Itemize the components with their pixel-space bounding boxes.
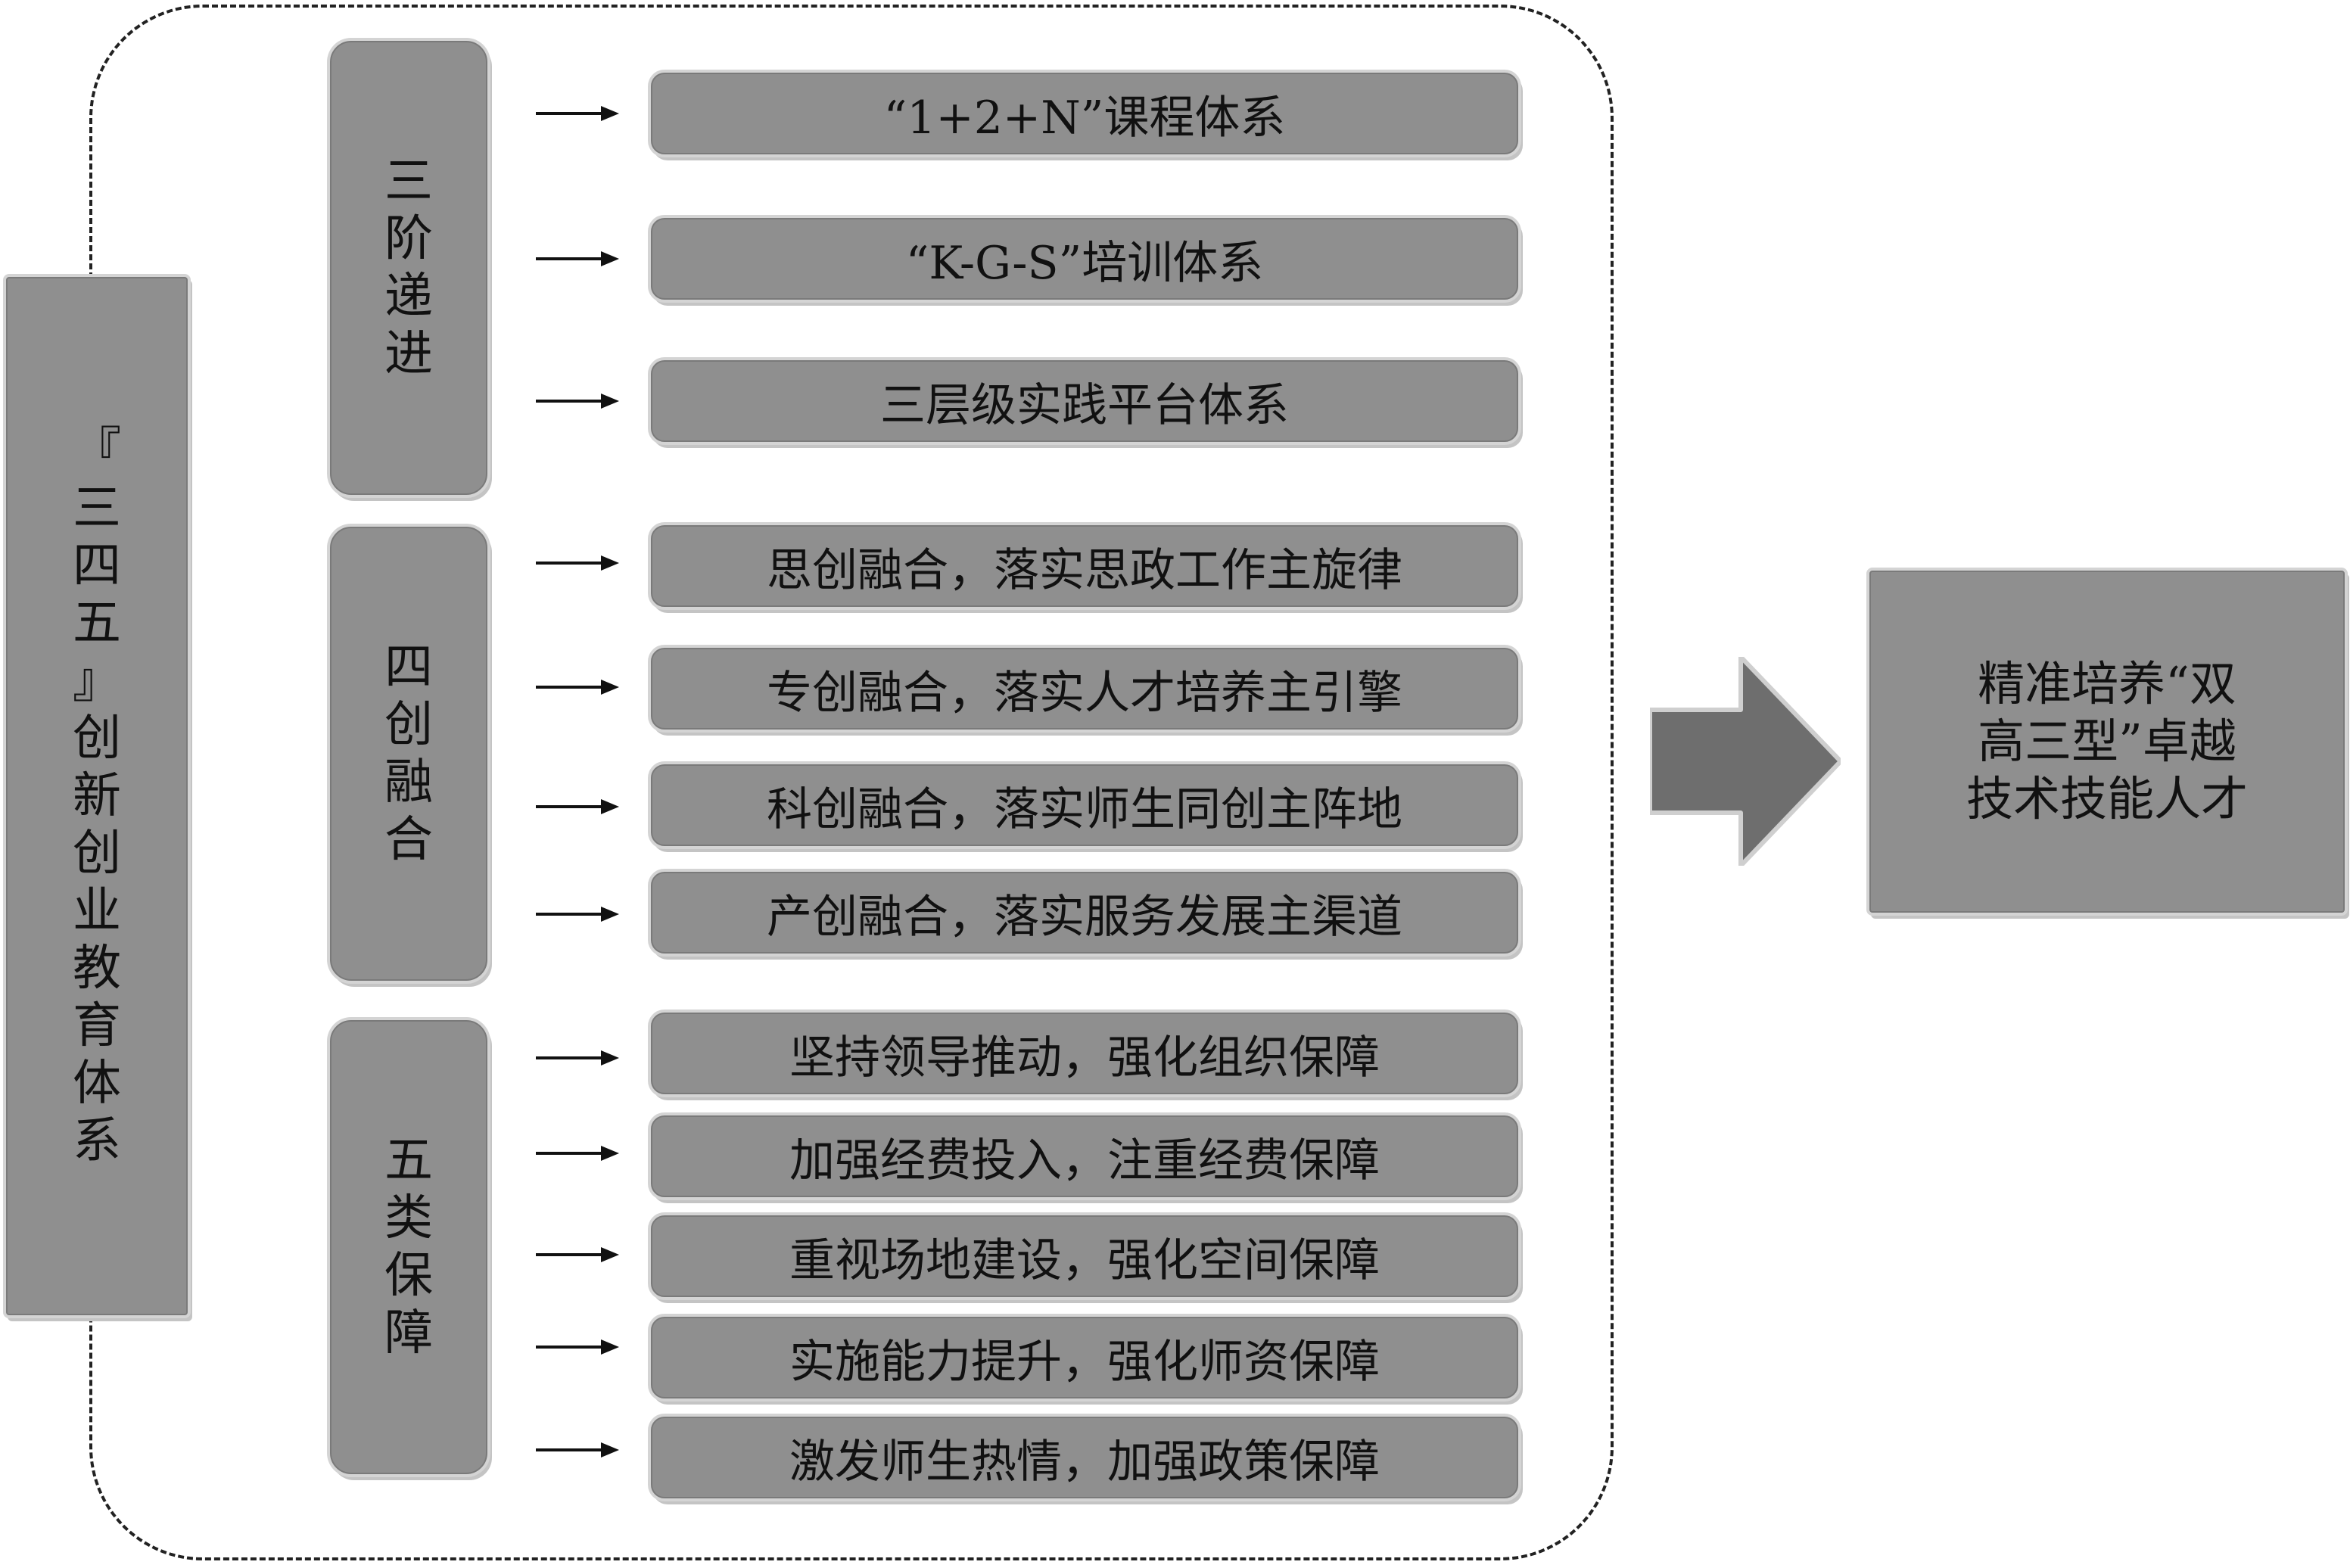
main-label-char: 创 bbox=[73, 711, 121, 767]
item-label: “1+2+N”课程体系 bbox=[883, 91, 1286, 145]
main-label-char: 育 bbox=[73, 998, 121, 1054]
big-arrow-right-icon bbox=[1650, 657, 1841, 866]
main-label-char: 五 bbox=[73, 596, 121, 652]
arrow-right-icon bbox=[536, 907, 619, 922]
main-label-char: 『 bbox=[73, 423, 121, 479]
item-label: 加强经费投入，注重经费保障 bbox=[789, 1134, 1380, 1187]
item-label: 重视场地建设，强化空间保障 bbox=[789, 1234, 1380, 1287]
group-label-char: 障 bbox=[384, 1305, 433, 1361]
arrow-right-icon bbox=[536, 555, 619, 571]
main-label-char: 』 bbox=[73, 653, 121, 709]
item-box: 三层级实践平台体系 bbox=[651, 360, 1518, 442]
arrow-right-icon bbox=[536, 251, 619, 266]
main-label-char: 四 bbox=[73, 538, 121, 594]
main-label-char: 系 bbox=[73, 1113, 121, 1169]
group-label-char: 融 bbox=[384, 754, 433, 810]
item-label: 三层级实践平台体系 bbox=[880, 378, 1289, 432]
group-label-char: 进 bbox=[384, 326, 433, 382]
item-box: 产创融合，落实服务发展主渠道 bbox=[651, 872, 1518, 954]
result-box: 精准培养“双 高三型”卓越 技术技能人才 bbox=[1869, 571, 2345, 913]
group-label-char: 合 bbox=[384, 812, 433, 868]
arrow-right-icon bbox=[536, 1050, 619, 1066]
item-box: 激发师生热情，加强政策保障 bbox=[651, 1417, 1518, 1498]
item-box: 重视场地建设，强化空间保障 bbox=[651, 1215, 1518, 1297]
arrow-right-icon bbox=[536, 1247, 619, 1262]
group-label-char: 创 bbox=[384, 697, 433, 753]
arrow-right-icon bbox=[536, 680, 619, 695]
arrow-right-icon bbox=[536, 1339, 619, 1355]
item-label: 科创融合，落实师生同创主阵地 bbox=[767, 782, 1402, 836]
item-box: 科创融合，落实师生同创主阵地 bbox=[651, 764, 1518, 846]
arrow-right-icon bbox=[536, 394, 619, 409]
item-box: “K-G-S”培训体系 bbox=[651, 218, 1518, 300]
item-box: “1+2+N”课程体系 bbox=[651, 73, 1518, 154]
item-box: 实施能力提升，强化师资保障 bbox=[651, 1317, 1518, 1398]
item-box: 坚持领导推动，强化组织保障 bbox=[651, 1013, 1518, 1094]
group-box-five-guarantee: 五 类 保 障 bbox=[330, 1020, 487, 1474]
group-label-char: 阶 bbox=[384, 211, 433, 267]
item-label: 坚持领导推动，强化组织保障 bbox=[789, 1031, 1380, 1084]
result-line: 技术技能人才 bbox=[1966, 771, 2248, 826]
group-label: 三 阶 递 进 bbox=[381, 153, 436, 383]
group-label: 四 创 融 合 bbox=[381, 639, 436, 869]
group-label-char: 五 bbox=[384, 1133, 433, 1189]
result-line: 高三型”卓越 bbox=[1978, 714, 2236, 769]
main-system-box: 『 三 四 五 』 创 新 创 业 教 育 体 系 bbox=[6, 277, 188, 1315]
group-label-char: 递 bbox=[384, 269, 433, 325]
group-label-char: 类 bbox=[384, 1190, 433, 1246]
arrow-right-icon bbox=[536, 1146, 619, 1161]
main-label-char: 三 bbox=[73, 481, 121, 537]
main-system-label: 『 三 四 五 』 创 新 创 业 教 育 体 系 bbox=[70, 422, 124, 1170]
item-label: 专创融合，落实人才培养主引擎 bbox=[767, 666, 1402, 720]
item-box: 思创融合，落实思政工作主旋律 bbox=[651, 525, 1518, 607]
item-label: 实施能力提升，强化师资保障 bbox=[789, 1335, 1380, 1389]
arrow-right-icon bbox=[536, 106, 619, 121]
main-label-char: 教 bbox=[73, 941, 121, 997]
group-label-char: 四 bbox=[384, 639, 433, 695]
arrow-right-icon bbox=[536, 1442, 619, 1458]
main-label-char: 新 bbox=[73, 768, 121, 824]
item-label: 产创融合，落实服务发展主渠道 bbox=[767, 890, 1402, 944]
main-label-char: 体 bbox=[73, 1056, 121, 1112]
item-box: 专创融合，落实人才培养主引擎 bbox=[651, 648, 1518, 730]
result-label: 精准培养“双 高三型”卓越 技术技能人才 bbox=[1966, 655, 2248, 828]
item-label: 激发师生热情，加强政策保障 bbox=[789, 1435, 1380, 1489]
item-box: 加强经费投入，注重经费保障 bbox=[651, 1115, 1518, 1197]
group-box-four-integration: 四 创 融 合 bbox=[330, 527, 487, 981]
arrow-right-icon bbox=[536, 799, 619, 814]
group-label-char: 三 bbox=[384, 154, 433, 210]
main-label-char: 业 bbox=[73, 883, 121, 939]
item-label: 思创融合，落实思政工作主旋律 bbox=[767, 543, 1402, 597]
main-label-char: 创 bbox=[73, 826, 121, 882]
group-box-three-stage: 三 阶 递 进 bbox=[330, 41, 487, 495]
group-label-char: 保 bbox=[384, 1248, 433, 1304]
result-line: 精准培养“双 bbox=[1978, 656, 2236, 711]
group-label: 五 类 保 障 bbox=[381, 1132, 436, 1362]
item-label: “K-G-S”培训体系 bbox=[905, 236, 1264, 290]
